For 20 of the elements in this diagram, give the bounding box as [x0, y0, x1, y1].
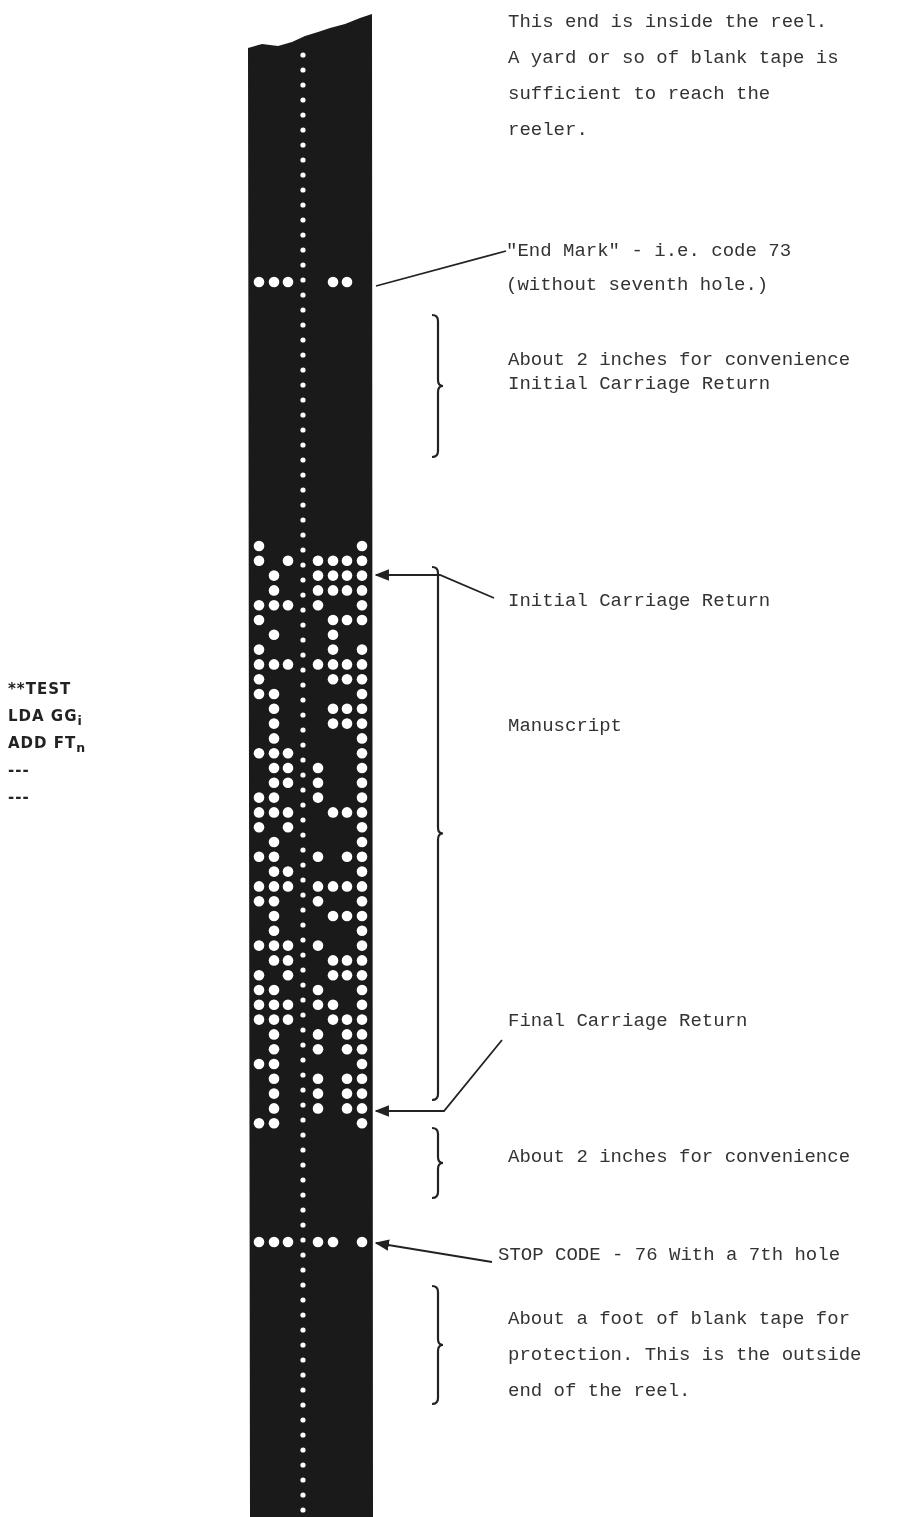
code-line: --- — [8, 788, 31, 806]
annotation-text: About 2 inches for convenience — [508, 348, 852, 372]
code-line: --- — [8, 761, 31, 779]
code-line: LDA GG$_{i}$ — [8, 707, 84, 728]
annotation-text: Initial Carriage Return — [508, 584, 888, 618]
code-line: **TEST — [8, 680, 73, 698]
annotation-text: Final Carriage Return — [508, 1004, 888, 1038]
punched-tape-drawing — [248, 14, 373, 1517]
annotation-text: Manuscript — [508, 714, 624, 739]
arrow — [374, 1239, 493, 1263]
annotation-text: "End Mark" - i.e. code 73 (without seventh hole.) — [506, 234, 866, 302]
arrow — [374, 1039, 503, 1117]
leader-line — [375, 250, 507, 287]
arrow — [374, 569, 495, 599]
annotation-text: Initial Carriage Return — [508, 372, 772, 396]
annotation-text: About 2 inches for convenience — [508, 1145, 852, 1170]
annotation-text: This end is inside the reel. A yard or so of blank tape is sufficient to reach the reeler. — [508, 10, 840, 143]
code-line: ADD FT$_{n}$ — [8, 734, 88, 755]
annotation-text: About a foot of blank tape for protection. This is the outside end of the reel. — [508, 1307, 863, 1404]
annotation-text: STOP CODE - 76 With a 7th hole — [498, 1238, 903, 1272]
